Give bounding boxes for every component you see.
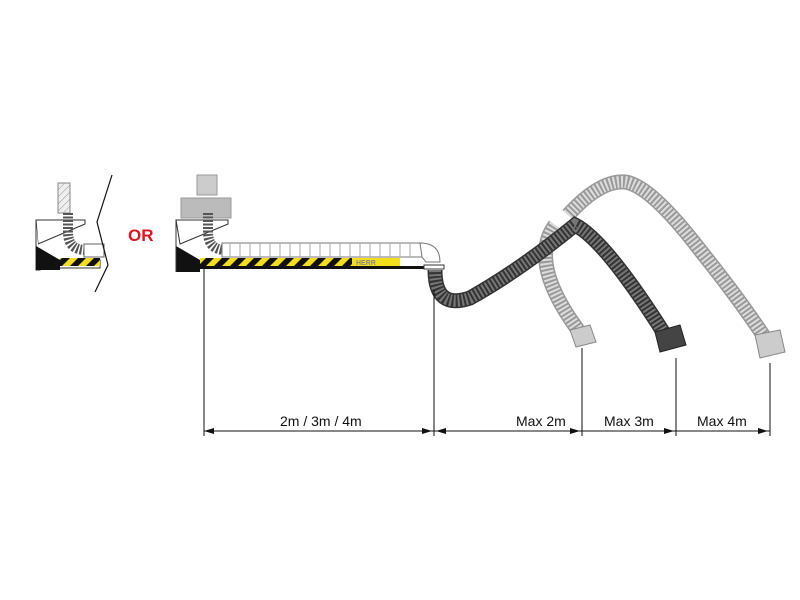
- wall-mount-variant: [35, 174, 113, 293]
- hose-3m: [427, 216, 672, 340]
- hose: [203, 213, 227, 255]
- hazard-stripe: [60, 258, 100, 266]
- hood-4m: [754, 329, 786, 359]
- max-3m-label: Max 3m: [604, 413, 654, 429]
- duct-pipe: [57, 182, 71, 214]
- brand-logo: HERR: [356, 260, 376, 267]
- main-extraction-arm: HERR: [175, 174, 445, 272]
- hose: [63, 213, 102, 255]
- boom-tube: [221, 242, 423, 258]
- hood-3m: [654, 324, 687, 353]
- arm-length-label: 2m / 3m / 4m: [280, 413, 362, 429]
- hose-4m: [562, 174, 772, 343]
- dimension-lines: [203, 268, 771, 436]
- or-label: OR: [128, 226, 154, 245]
- max-2m-label: Max 2m: [516, 413, 566, 429]
- arm-variants: [427, 174, 786, 359]
- wall-break-line: [94, 174, 113, 293]
- hazard-stripe: [200, 258, 400, 266]
- hood-2m: [569, 324, 597, 348]
- max-4m-label: Max 4m: [697, 413, 747, 429]
- fan-motor: [196, 174, 218, 196]
